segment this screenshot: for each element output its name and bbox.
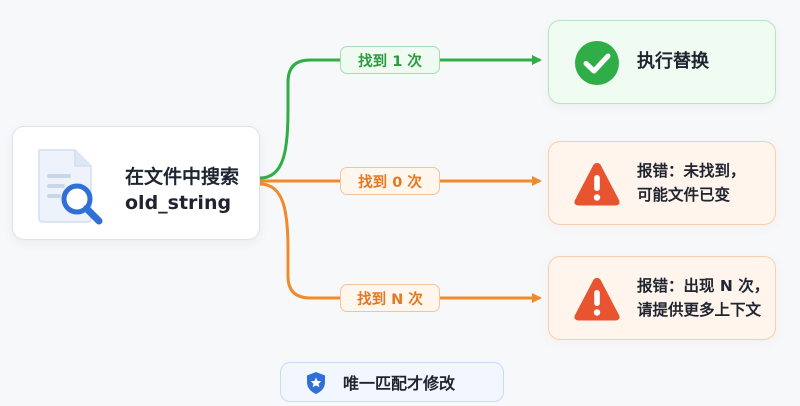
branch-label-found-many: 找到 N 次 [340, 284, 440, 312]
branch-label-found-zero: 找到 0 次 [340, 167, 440, 195]
source-line-1: 在文件中搜索 [125, 166, 240, 188]
result-card-not-found: 报错：未找到， 可能文件已变 [548, 141, 776, 225]
shield-star-icon [307, 372, 325, 394]
result-card-replace: 执行替换 [548, 20, 776, 104]
check-circle-icon [575, 41, 619, 85]
result-replace-line-1: 执行替换 [637, 51, 709, 72]
unique-match-badge: 唯一匹配才修改 [280, 362, 504, 402]
connector-found-once [258, 58, 342, 180]
result-not-found-line-2: 可能文件已变 [637, 186, 731, 204]
result-card-multiple-found: 报错：出现 N 次， 请提供更多上下文 [548, 256, 776, 340]
warning-triangle-icon [574, 278, 620, 321]
branch-label-found-once: 找到 1 次 [340, 46, 440, 74]
search-source-card: 在文件中搜索 old_string [12, 126, 260, 240]
source-label: 在文件中搜索 old_string [125, 164, 239, 216]
result-text-multiple-found: 报错：出现 N 次， 请提供更多上下文 [637, 257, 769, 339]
unique-match-label: 唯一匹配才修改 [343, 374, 456, 393]
result-text-not-found: 报错：未找到， 可能文件已变 [637, 142, 746, 224]
result-multiple-line-2: 请提供更多上下文 [637, 301, 762, 319]
document-search-icon [38, 149, 103, 225]
result-text-replace: 执行替换 [637, 21, 709, 103]
connector-found-many [258, 182, 342, 300]
result-multiple-line-1: 报错：出现 N 次， [637, 277, 770, 295]
warning-triangle-icon [574, 163, 620, 206]
source-line-2: old_string [125, 192, 232, 214]
result-not-found-line-1: 报错：未找到， [637, 162, 746, 180]
